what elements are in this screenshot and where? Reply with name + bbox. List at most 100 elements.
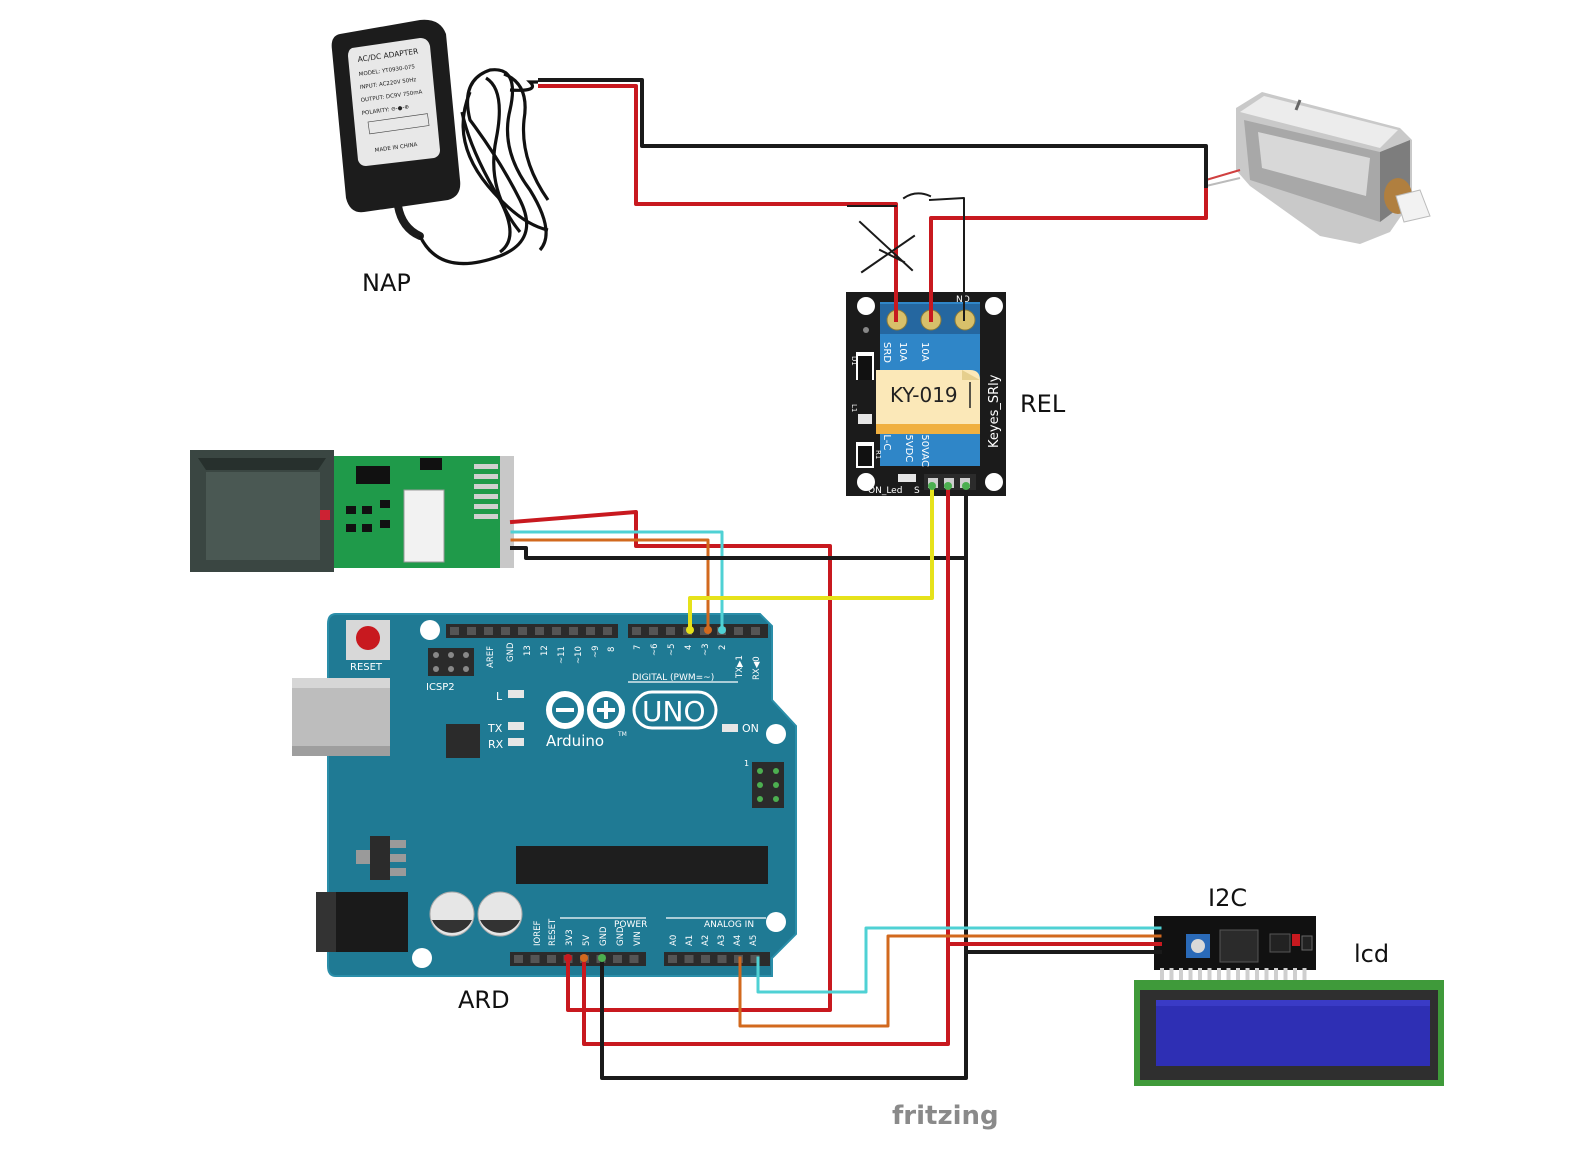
led-on-label: ON: [742, 722, 759, 735]
pin-label: AREF: [486, 646, 496, 668]
pin-label: 12: [540, 645, 550, 656]
relay-led-label: ON_Led: [868, 486, 902, 496]
relay-side-label: 10A: [919, 342, 930, 362]
header-pin-hole: [666, 627, 675, 635]
uno-badge: [632, 690, 718, 730]
header-pin-hole: [649, 627, 658, 635]
fingerprint-sensor: [190, 450, 514, 572]
reset-label: RESET: [350, 662, 383, 673]
relay-side-label: SRD: [881, 342, 892, 363]
power-adapter: AC/DC ADAPTER MODEL: YT0930-075 INPUT: A…: [331, 19, 550, 297]
wire-relay-gnd-black: [600, 486, 968, 1080]
pin-label: ~10: [574, 646, 584, 664]
relay-part-label: D1: [850, 356, 858, 366]
pin-label: A1: [685, 935, 695, 946]
pin-label: GND: [506, 642, 516, 662]
icsp2-label: ICSP2: [426, 682, 455, 693]
header-pin-hole: [547, 955, 556, 963]
i2c-module: I2C: [1154, 884, 1316, 982]
wire-relay-vcc-red: [582, 486, 950, 1046]
lcd-display: lcd: [1134, 940, 1444, 1086]
digital-pin-labels-right: 7 ~6 ~5 4 ~3 2 TX▶1 RX◀0: [633, 643, 762, 680]
header-pin-hole: [1283, 968, 1288, 982]
arduino-logo: [546, 691, 625, 729]
pin-label: ~11: [557, 646, 567, 664]
wire-fp-red: [509, 510, 832, 1012]
trademark-text: TM: [617, 731, 627, 738]
pin-label: ~6: [650, 643, 660, 656]
header-pin-hole: [1198, 968, 1202, 982]
header-pin-hole: [1245, 968, 1250, 982]
relay-side-labels: SRD 10A 10A 05VDC 250VAC SL-C: [881, 342, 930, 467]
pin-label: VIN: [633, 931, 643, 946]
relay-side-label: 10A: [897, 342, 908, 362]
digital-pin-labels-left: AREF GND 13 12 ~11 ~10 ~9 8: [486, 642, 617, 668]
header-pin-hole: [1293, 968, 1297, 982]
pin-label: 13: [523, 645, 533, 656]
header-pin-hole: [484, 627, 493, 635]
header-pin-hole: [717, 955, 727, 963]
pin-label: IOREF: [533, 921, 543, 946]
header-pin-hole: [632, 627, 641, 635]
wire-cross-mark: [858, 220, 916, 274]
header-pin-hole: [501, 627, 510, 635]
icsp-pin1-label: 1: [744, 759, 749, 768]
header-pin-hole: [535, 627, 544, 635]
power-pin-labels: IOREF RESET 3V3 5V GND GND VIN: [533, 918, 643, 946]
header-pin-hole: [751, 627, 760, 635]
adapter-label: NAP: [362, 269, 411, 297]
header-pin-hole: [450, 627, 459, 635]
solenoid-lock: [1205, 92, 1431, 244]
lcd-label: lcd: [1354, 940, 1389, 968]
header-pin-hole: [518, 627, 527, 635]
led-tx-label: TX: [487, 722, 503, 735]
header-pin-hole: [569, 627, 578, 635]
wire-fp-black: [510, 546, 968, 560]
header-pin-hole: [629, 955, 639, 963]
header-pin-hole: [467, 627, 476, 635]
relay-module: NO SRD 10A 10A 05VDC 250VAC SL-C KY-019 …: [846, 292, 1066, 496]
pin-label: 5V: [582, 935, 592, 946]
header-pin-hole: [734, 627, 743, 635]
header-pin-hole: [1188, 968, 1193, 982]
relay-board-text: Keyes_SRly: [987, 374, 1002, 448]
header-pin-hole: [1236, 968, 1240, 982]
header-pin-hole: [1264, 968, 1269, 982]
pin-label: A5: [749, 935, 759, 946]
relay-part-label: R1: [874, 450, 882, 459]
analog-header-label: ANALOG IN: [704, 920, 754, 930]
wire-i2c-orange: [738, 934, 1162, 1028]
header-pin-hole: [1179, 968, 1183, 982]
header-pin-hole: [1302, 968, 1307, 982]
header-pin-hole: [1207, 968, 1212, 982]
led-l-label: L: [496, 690, 503, 703]
header-pin-hole: [1160, 968, 1164, 982]
header-pin-hole: [530, 955, 540, 963]
pin-label: RESET: [548, 918, 558, 946]
header-pin-hole: [586, 627, 595, 635]
wire-relay-to-lock-red: [929, 188, 1208, 322]
header-pin-hole: [1274, 968, 1278, 982]
header-pin-hole: [1255, 968, 1259, 982]
relay-side-label: 05VDC: [903, 428, 914, 462]
pin-label: 4: [684, 645, 694, 650]
header-pin-hole: [613, 955, 622, 963]
pin-label: 3V3: [565, 929, 575, 946]
header-pin-hole: [552, 627, 561, 635]
relay-signal-label: S: [914, 486, 920, 496]
arduino-brand-text: Arduino: [546, 732, 604, 750]
wire-adapter-black: [538, 78, 1208, 188]
uno-text: UNO: [642, 695, 705, 728]
wire-i2c-cyan: [756, 926, 1162, 994]
pin-label: A2: [701, 935, 711, 946]
adapter-label-line: MADE IN CHINA: [374, 142, 418, 154]
pin-label: A4: [733, 935, 743, 946]
pin-label: ~9: [591, 645, 601, 658]
relay-model-label: KY-019: [890, 383, 958, 407]
pin-label: TX▶1: [735, 655, 745, 679]
wire-relay-signal-yellow: [688, 486, 934, 632]
header-pin-hole: [750, 955, 760, 963]
relay-side-label: 250VAC: [919, 428, 930, 467]
arduino-uno-board: RESET ICSP2 AREF GND 13 12 ~11 ~10 ~9 8 …: [292, 613, 797, 977]
